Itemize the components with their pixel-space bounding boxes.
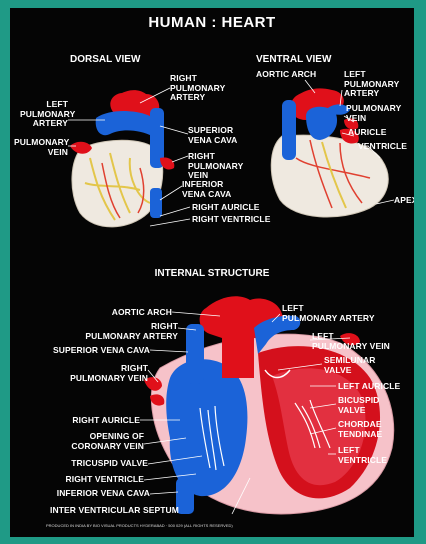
dorsal-label-inferior-vena-cava: INFERIOR VENA CAVA	[182, 180, 231, 199]
dorsal-label-right-pulmonary-artery: RIGHT PULMONARY ARTERY	[170, 74, 225, 103]
internal-label-inter-ventricular-septum: INTER VENTRICULAR SEPTUM	[50, 506, 179, 516]
internal-structure-title: INTERNAL STRUCTURE	[10, 268, 414, 279]
internal-label-left-pulmonary-artery: LEFT PULMONARY ARTERY	[282, 304, 375, 323]
internal-label-left-pulmonary-vein: LEFT PULMONARY VEIN	[312, 332, 390, 351]
internal-label-right-pulmonary-artery: RIGHT PULMONARY ARTERY	[50, 322, 178, 341]
ventral-label-ventricle: VENTRICLE	[358, 142, 407, 152]
dorsal-label-left-pulmonary-artery: LEFT PULMONARY ARTERY	[20, 100, 68, 129]
page-title: HUMAN : HEART	[10, 14, 414, 31]
internal-label-inferior-vena-cava: INFERIOR VENA CAVA	[20, 489, 150, 499]
internal-label-chordae-tendinae: CHORDAE TENDINAE	[338, 420, 382, 439]
internal-superior-vena-cava	[186, 324, 204, 384]
dorsal-label-pulmonary-vein: PULMONARY VEIN	[14, 138, 68, 157]
internal-label-opening-coronary-vein: OPENING OF CORONARY VEIN	[20, 432, 144, 451]
internal-label-right-auricle: RIGHT AURICLE	[20, 416, 140, 426]
ventral-label-auricle: AURICLE	[348, 128, 386, 138]
footer-credit: PRODUCED IN INDIA BY BIO VISUAL PRODUCTS…	[46, 523, 233, 528]
internal-label-right-ventricle: RIGHT VENTRICLE	[20, 475, 144, 485]
internal-label-semilunar-valve: SEMILUNAR VALVE	[324, 356, 375, 375]
internal-label-bicuspid-valve: BICUSPID VALVE	[338, 396, 379, 415]
dorsal-label-right-pulmonary-vein: RIGHT PULMONARY VEIN	[188, 152, 243, 181]
internal-label-left-ventricle: LEFT VENTRICLE	[338, 446, 387, 465]
ventral-label-apex: APEX	[394, 196, 414, 206]
heart-chart: HUMAN : HEART DORSAL VIEW VENTRAL VIEW I…	[10, 8, 414, 537]
ventral-view-title: VENTRAL VIEW	[256, 54, 331, 65]
internal-label-left-auricle: LEFT AURICLE	[338, 382, 400, 392]
dorsal-label-superior-vena-cava: SUPERIOR VENA CAVA	[188, 126, 237, 145]
dorsal-heart-drawing	[70, 90, 174, 227]
internal-label-right-pulmonary-vein: RIGHT PULMONARY VEIN	[20, 364, 148, 383]
ventral-label-pulmonary-vein: PULMONARY VEIN	[346, 104, 401, 123]
internal-label-tricuspid-valve: TRICUSPID VALVE	[20, 459, 148, 469]
ventral-label-aortic-arch: AORTIC ARCH	[256, 70, 316, 80]
dorsal-label-right-ventricle: RIGHT VENTRICLE	[192, 215, 270, 225]
ventral-label-left-pulmonary-artery: LEFT PULMONARY ARTERY	[344, 70, 399, 99]
dorsal-view-title: DORSAL VIEW	[70, 54, 140, 65]
dorsal-label-right-auricle: RIGHT AURICLE	[192, 203, 260, 213]
internal-label-superior-vena-cava: SUPERIOR VENA CAVA	[20, 346, 150, 356]
internal-label-aortic-arch: AORTIC ARCH	[60, 308, 172, 318]
